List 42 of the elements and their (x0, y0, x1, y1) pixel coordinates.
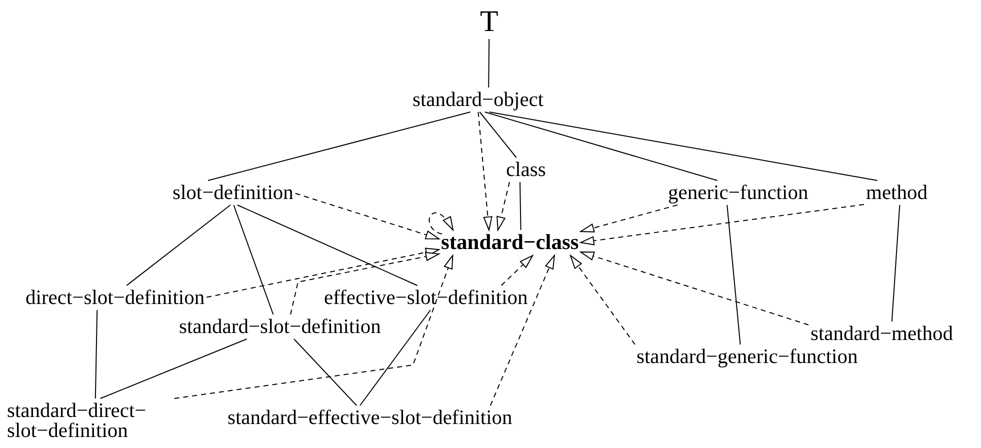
dashed-arrow (580, 252, 809, 326)
class-name: method (866, 182, 928, 203)
class-name: T (480, 7, 498, 37)
connector-line (360, 310, 431, 406)
class-name: direct−slot−definition (26, 288, 205, 308)
dashed-arrow (580, 204, 678, 232)
dashed-arrow (570, 255, 636, 345)
class-name: standard−generic−function (636, 346, 858, 367)
dashed-arrow (428, 212, 454, 234)
dashed-arrow (294, 192, 440, 240)
class-name: generic−function (668, 182, 808, 203)
connector-line (488, 38, 490, 88)
class-name: standard−direct− slot−definition (7, 400, 177, 442)
connector-line (208, 112, 471, 181)
dashed-arrow (478, 112, 492, 230)
connector-line (126, 204, 231, 286)
dashed-arrow (174, 255, 454, 399)
dashed-arrow (500, 255, 534, 286)
class-name: slot−definition (172, 182, 294, 203)
dashed-arrow (496, 182, 510, 230)
dashed-arrow (206, 248, 440, 298)
connector-line (484, 112, 718, 181)
class-name: standard−effective−slot−definition (228, 408, 512, 428)
connector-line (236, 204, 418, 286)
connector-line (233, 204, 274, 315)
class-name: effective−slot−definition (324, 288, 528, 308)
class-name: standard−method (810, 324, 953, 344)
connector-line (294, 338, 358, 406)
dashed-arrow (490, 255, 555, 406)
dashed-arrow (290, 252, 440, 315)
class-name: standard−object (412, 90, 544, 110)
connector-line (479, 112, 517, 158)
connector-line (520, 182, 522, 230)
class-name: class (506, 160, 546, 180)
connector-line (891, 204, 900, 322)
dashed-arrow (580, 204, 864, 246)
connector-line (94, 310, 98, 399)
class-name: standard−class (441, 232, 579, 254)
class-name: standard−slot−definition (179, 316, 381, 337)
connector-line (100, 338, 248, 399)
connector-line (488, 112, 878, 181)
connector-line (726, 204, 741, 345)
